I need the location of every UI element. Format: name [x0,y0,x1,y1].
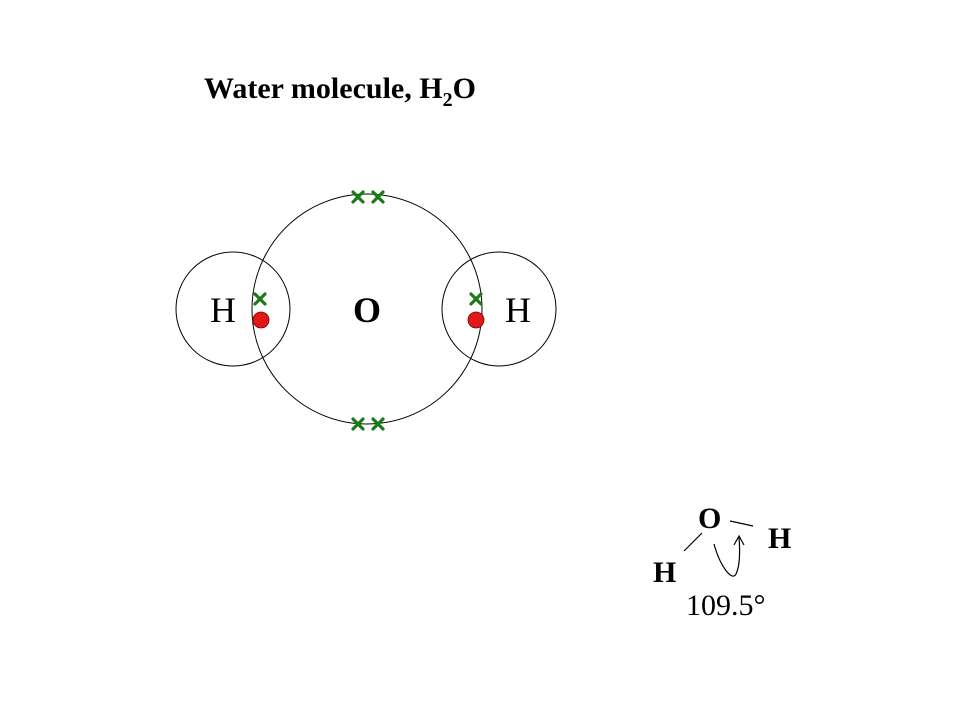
o-h-left-bond [683,532,703,552]
o-h-right-bond [729,520,754,527]
right-hydrogen-shell [441,251,557,367]
title-subscript: 2 [443,89,453,111]
angle-arrow-head [733,534,745,546]
top-lone-pair-cross-2 [371,190,385,204]
left-hydrogen-shell [175,251,291,367]
title-prefix: Water molecule, H [204,72,443,105]
angle-left-hydrogen-label: H [653,556,676,589]
right-hydrogen-electron-dot [467,311,485,329]
bond-angle-value: 109.5° [686,589,766,622]
oxygen-label: O [353,290,381,330]
angle-oxygen-label: O [698,502,721,535]
title-suffix: O [453,72,476,105]
top-lone-pair-cross-1 [351,190,365,204]
left-bond-cross [253,292,267,306]
bottom-lone-pair-cross-2 [371,417,385,431]
bond-angle-diagram: O H H 109.5° [653,502,791,622]
oxygen-electrons [253,190,483,431]
diagram-title: Water molecule, H2O [204,72,476,111]
angle-arc-arrow [713,536,741,577]
bottom-lone-pair-cross-1 [351,417,365,431]
oxygen-shell [251,193,483,425]
left-hydrogen-label: H [210,290,236,330]
dot-cross-diagram: H O H [175,190,557,431]
right-hydrogen-label: H [505,290,531,330]
angle-right-hydrogen-label: H [768,522,791,555]
right-bond-cross [469,292,483,306]
left-hydrogen-electron-dot [252,311,270,329]
